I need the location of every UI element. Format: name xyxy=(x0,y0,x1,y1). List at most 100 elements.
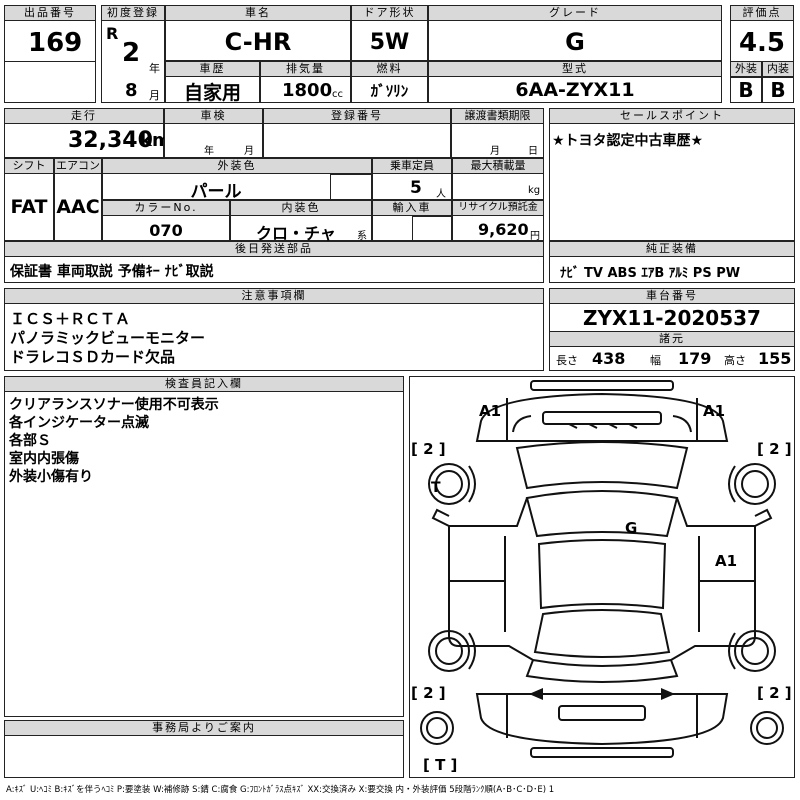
car-name: C-HR xyxy=(224,28,292,56)
length-label: 長さ xyxy=(556,354,578,367)
shift: FAT xyxy=(10,196,48,218)
grade-label: グレード xyxy=(428,5,722,21)
inspector-line-1: クリアランスソナー使用不可表示 xyxy=(9,397,219,413)
sales-point-box xyxy=(549,108,795,241)
ac-label: エアコン xyxy=(54,158,102,174)
mileage: 32,340 xyxy=(68,128,153,153)
insp-year: 年 xyxy=(204,146,214,157)
reg-era: R xyxy=(106,24,119,43)
chassis-number: ZYX11-2020537 xyxy=(583,306,761,330)
car-diagram: A1 A1 G A1 [ 2 ] [ 2 ] [ 2 ] [ 2 ] [ T ]… xyxy=(411,380,792,774)
note-line-3: ドラレコＳＤカード欠品 xyxy=(10,348,176,366)
inspector-line-4: 室内内張傷 xyxy=(9,451,79,467)
colorno-label: カラーNo. xyxy=(102,200,230,216)
length: 438 xyxy=(592,349,626,368)
interior-label: 内装色 xyxy=(230,200,372,216)
history-label: 車歴 xyxy=(165,61,260,77)
transfer-month: 月 xyxy=(490,146,500,157)
reg-year-unit: 年 xyxy=(149,62,160,75)
inspector-box xyxy=(4,376,404,717)
model-code: 6AA-ZYX11 xyxy=(515,79,635,101)
fuel: ｶﾞｿﾘﾝ xyxy=(370,82,409,100)
regno-label: 登録番号 xyxy=(263,108,451,124)
spare-tire-label: [ T ] xyxy=(423,756,457,774)
notes-label: 注意事項欄 xyxy=(4,288,544,304)
ext-cell xyxy=(730,77,762,103)
fuel-label: 燃料 xyxy=(351,61,428,77)
mileage-label: 走行 xyxy=(4,108,164,124)
first-reg-label: 初度登録 xyxy=(101,5,165,21)
grade: G xyxy=(565,28,585,56)
inspector-line-5: 外装小傷有り xyxy=(9,469,93,485)
disp-label: 排気量 xyxy=(260,61,351,77)
first-reg-cell xyxy=(101,5,165,103)
insp-month: 月 xyxy=(244,146,254,157)
ext-label: 外装 xyxy=(730,61,762,77)
int-score: B xyxy=(770,78,786,102)
recycle-fee: 9,620 xyxy=(478,220,529,239)
inspector-line-3: 各部Ｓ xyxy=(9,433,51,449)
specs-label: 諸元 xyxy=(549,331,795,347)
history: 自家用 xyxy=(183,82,241,104)
int-cell xyxy=(762,77,794,103)
aircon: AAC xyxy=(56,196,100,218)
reg-month: 8 xyxy=(125,80,138,101)
ext-score: B xyxy=(738,78,754,102)
capacity-unit: 人 xyxy=(436,189,446,200)
tire-rear-left: [ 2 ] xyxy=(411,684,446,702)
width: 179 xyxy=(678,349,712,368)
capacity-label: 乗車定員 xyxy=(372,158,452,174)
office-label: 事務局よりご案内 xyxy=(4,720,404,736)
width-label: 幅 xyxy=(650,354,661,367)
spare-tire-mark: T xyxy=(431,480,441,496)
load-unit: kg xyxy=(528,185,541,196)
lot-label: 出品番号 xyxy=(4,5,96,21)
lot-number: 169 xyxy=(28,28,83,58)
damage-a1-front-right: A1 xyxy=(703,402,725,420)
door-type: 5W xyxy=(369,30,410,55)
reg-year: 2 xyxy=(122,38,141,68)
interior-color: クロ・チャ xyxy=(256,224,336,243)
recycle-label: リサイクル預託金 xyxy=(452,200,544,216)
score: 4.5 xyxy=(738,28,786,58)
name-label: 車名 xyxy=(165,5,351,21)
height-label: 高さ xyxy=(724,354,746,367)
import-label: 輸入車 xyxy=(372,200,452,216)
transfer-label: 譲渡書類期限 xyxy=(451,108,544,124)
capacity: 5 xyxy=(410,178,422,198)
color-sub xyxy=(330,174,372,200)
damage-a1-front-left: A1 xyxy=(479,402,501,420)
shift-label: シフト xyxy=(4,158,54,174)
equipment-text: ﾅﾋﾞ TV ABS ｴｱB ｱﾙﾐ PS PW xyxy=(560,266,741,281)
load-label: 最大積載量 xyxy=(452,158,544,174)
parts-text: 保証書 車両取説 予備ｷｰ ﾅﾋﾞ取説 xyxy=(10,264,214,280)
damage-a1-side: A1 xyxy=(715,552,737,570)
note-line-2: パノラミックビューモニター xyxy=(10,329,206,347)
import-sub xyxy=(412,216,452,241)
mileage-unit: km xyxy=(140,130,171,151)
recycle-unit: 円 xyxy=(530,231,540,242)
int-label: 内装 xyxy=(762,61,794,77)
height: 155 xyxy=(758,349,792,368)
reg-month-unit: 月 xyxy=(149,89,160,102)
sales-point-label: セールスポイント xyxy=(549,108,795,124)
damage-g-roof: G xyxy=(625,519,637,537)
inspector-line-2: 各インジケーター点滅 xyxy=(9,415,149,431)
note-line-1: ＩＣＳ＋ＲＣＴＡ xyxy=(10,310,131,328)
inspection-label: 車検 xyxy=(164,108,263,124)
tire-rear-right: [ 2 ] xyxy=(757,684,792,702)
parts-label: 後日発送部品 xyxy=(4,241,544,257)
displacement: 1800 xyxy=(282,80,333,101)
sales-point-text: ★トヨタ認定中古車歴★ xyxy=(552,133,704,149)
transfer-day: 日 xyxy=(528,146,538,157)
door-label: ドア形状 xyxy=(351,5,428,21)
lot-lower xyxy=(4,61,96,103)
inspector-label: 検査員記入欄 xyxy=(4,376,404,392)
color-label: 外装色 xyxy=(102,158,372,174)
score-label: 評価点 xyxy=(730,5,794,21)
tire-front-left: [ 2 ] xyxy=(411,440,446,458)
exterior-color: パール xyxy=(190,182,242,202)
disp-unit: cc xyxy=(332,89,343,100)
color-number: 070 xyxy=(149,221,183,240)
chassis-label: 車台番号 xyxy=(549,288,795,304)
